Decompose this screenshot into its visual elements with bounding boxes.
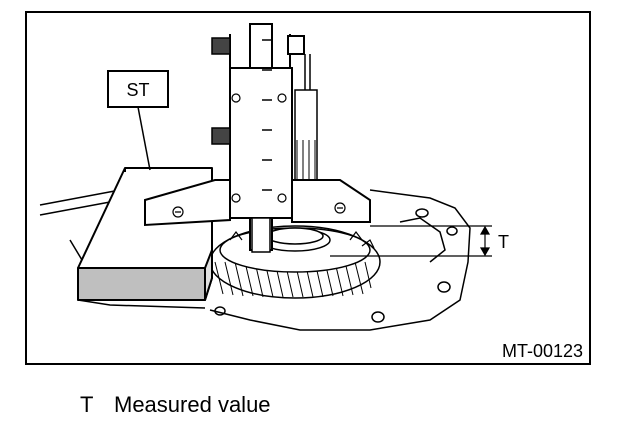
st-label: ST (126, 80, 149, 100)
gear (209, 225, 381, 299)
st-leader-line (137, 106, 151, 171)
legend: T Measured value (80, 392, 271, 418)
dimension-T (330, 225, 492, 257)
legend-symbol: T (80, 392, 94, 417)
gauge-clamp-knob (287, 35, 305, 55)
depth-gauge (211, 23, 318, 251)
gauge-fine-adjust (294, 89, 318, 183)
dimension-label: T (498, 232, 509, 252)
legend-description: Measured value (114, 392, 271, 417)
screw-heads (231, 93, 287, 203)
gauge-slider-body (229, 67, 293, 219)
gauge-base (144, 179, 371, 253)
st-callout: ST (107, 70, 169, 171)
figure-code: MT-00123 (502, 341, 583, 361)
thumb-screw-left (211, 37, 231, 145)
st-label-box (107, 70, 169, 108)
scale-ticks (262, 39, 272, 191)
